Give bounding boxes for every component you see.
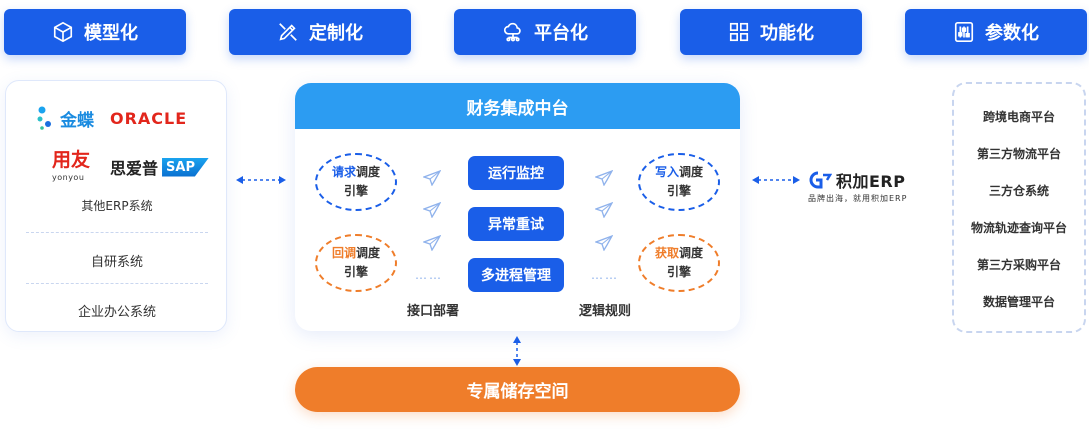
right-double-arrow [752,176,800,184]
right-item: 数据管理平台 [982,295,1055,309]
jijia-erp-logo: 积加ERP 品牌出海，就用积加ERP [808,171,908,203]
right-platforms-panel: 跨境电商平台 第三方物流平台 三方仓系统 物流轨迹查询平台 第三方采购平台 数据… [952,82,1086,333]
divider [26,283,208,284]
pill-function: 功能化 [680,9,862,55]
run-monitor-button[interactable]: 运行监控 [468,156,564,190]
kingdee-logo: 金蝶 [36,105,94,131]
sap-logo: 思爱普 SAP [110,155,209,179]
dedicated-storage: 专属储存空间 [295,367,740,412]
pill-label: 模型化 [84,23,138,44]
sliders-icon [954,22,974,42]
jijia-g-icon [809,171,832,189]
paper-plane-icon [423,170,441,186]
fetch-engine: 获取调度 引擎 [638,234,720,292]
right-item: 三方仓系统 [988,184,1049,198]
pill-label: 定制化 [309,23,363,44]
paper-plane-icon [595,202,613,218]
right-item: 第三方采购平台 [976,258,1061,272]
pill-label: 平台化 [534,23,588,44]
ellipsis: …… [591,268,619,282]
kingdee-dots-icon [37,106,51,130]
pill-platform: 平台化 [454,9,636,55]
right-item: 跨境电商平台 [982,110,1055,124]
error-retry-button[interactable]: 异常重试 [468,207,564,241]
pill-custom: 定制化 [229,9,411,55]
other-erp-label: 其他ERP系统 [81,199,153,213]
right-item: 物流轨迹查询平台 [970,221,1067,235]
request-engine: 请求调度 引擎 [315,153,397,211]
hub-title: 财务集成中台 [295,83,740,129]
cloud-network-icon [503,22,521,42]
interface-deploy-label: 接口部署 [407,304,460,319]
cube-icon [53,21,73,43]
pill-label: 参数化 [985,23,1039,44]
paper-plane-icon [595,170,613,186]
paper-plane-icon [595,235,613,251]
paper-plane-icon [423,235,441,251]
multi-process-button[interactable]: 多进程管理 [468,258,564,292]
write-engine: 写入调度 引擎 [638,153,720,211]
pencil-ruler-icon [279,23,297,41]
left-item-self-dev: 自研系统 [90,255,143,270]
left-item-office: 企业办公系统 [77,305,156,320]
callback-engine: 回调调度 引擎 [315,234,397,292]
paper-plane-icon [423,202,441,218]
pill-param: 参数化 [905,9,1087,55]
oracle-logo: ORACLE [110,109,188,128]
yonyou-logo: 用友 yonyou [52,149,91,183]
divider [26,232,208,233]
left-systems-panel: 金蝶 ORACLE 用友 yonyou 思爱普 SAP 其他ERP系统 自研系统… [5,80,227,332]
finance-integration-hub: 财务集成中台 请求调度 引擎 回调调度 引擎 写入调度 引擎 获取调度 引擎 运… [295,83,740,331]
right-item: 第三方物流平台 [976,147,1061,161]
pill-label: 功能化 [760,23,814,44]
left-double-arrow [236,176,286,184]
pill-model: 模型化 [4,9,186,55]
logic-rules-label: 逻辑规则 [579,304,632,319]
ellipsis: …… [415,268,443,282]
grid-icon [729,22,749,42]
vertical-double-arrow [513,336,521,366]
